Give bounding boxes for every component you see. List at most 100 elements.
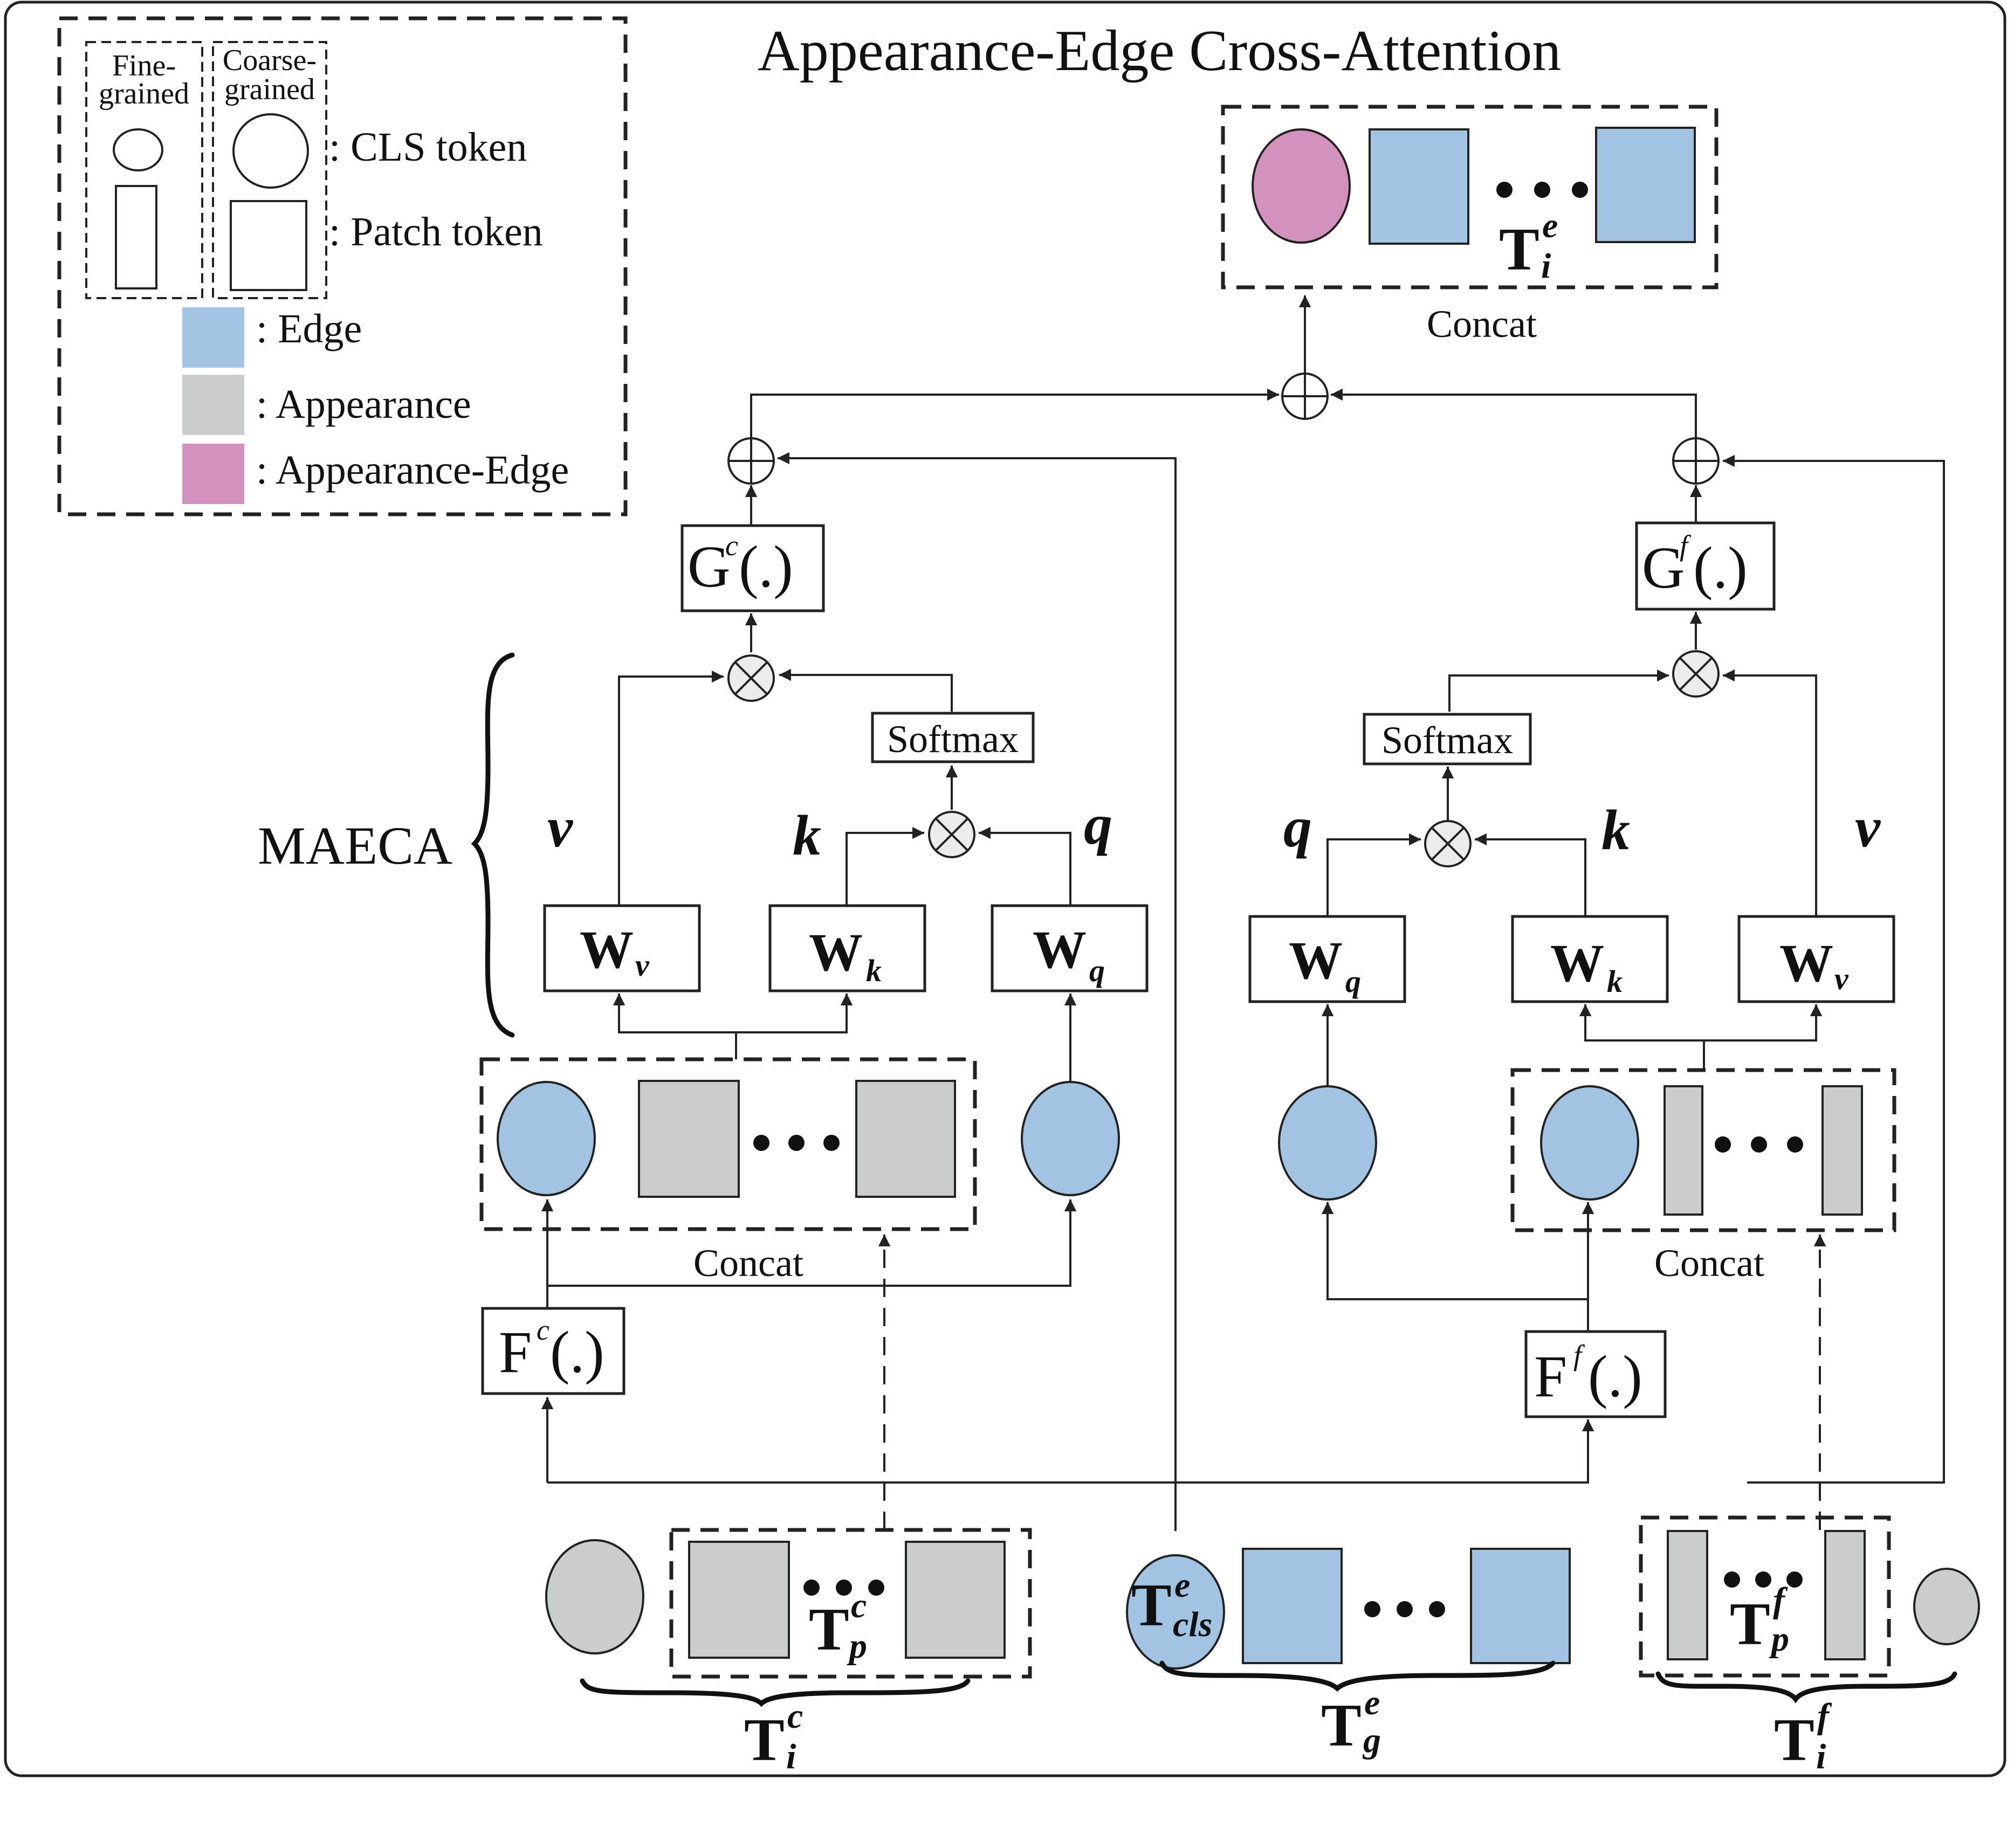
- svg-text:T: T: [1774, 1707, 1814, 1774]
- curly-brace-icon: [1159, 1660, 1556, 1692]
- legend-edge-swatch: [182, 307, 244, 368]
- patch-token-icon: [855, 1080, 956, 1198]
- svg-text:W: W: [580, 920, 634, 980]
- svg-text:q: q: [1089, 953, 1105, 988]
- patch-token-icon: [1369, 128, 1469, 245]
- svg-text:i: i: [786, 1737, 796, 1776]
- svg-text:e: e: [1542, 206, 1558, 245]
- cls-token-icon: [1913, 1568, 1980, 1645]
- svg-text:W: W: [1289, 930, 1343, 990]
- arrow-softmax-to-mul-right: [1448, 669, 1669, 712]
- arrow-concat-to-Wv-right: [1704, 1004, 1823, 1042]
- arrow-v-to-mul-left: [618, 670, 724, 906]
- ellipsis-icon: [753, 1135, 840, 1151]
- arrow-k-to-mul-right: [1474, 833, 1586, 916]
- output-token-group: T e i: [1221, 105, 1719, 289]
- legend-appearance: : Appearance: [256, 382, 471, 427]
- legend-edge: : Edge: [256, 306, 362, 351]
- cls-token-icon: [1021, 1081, 1120, 1196]
- Wk-label-right: W k: [1550, 933, 1623, 999]
- cls-token-icon: [1252, 128, 1351, 244]
- arrow-concat-to-Wk-left: [736, 993, 853, 1033]
- patch-token-icon: [1470, 1548, 1571, 1664]
- concat-label-top: Concat: [1427, 302, 1537, 346]
- svg-text:F: F: [1534, 1343, 1567, 1409]
- token-T-p-f: T f p: [1730, 1581, 1789, 1659]
- patch-token-icon: [1595, 127, 1696, 243]
- patch-token-icon: [1242, 1548, 1343, 1664]
- Wq-box-left: [991, 904, 1149, 992]
- patch-group-fine: [1639, 1515, 1891, 1678]
- Wv-label-right: W v: [1779, 933, 1849, 996]
- v-label-right: v: [1855, 796, 1881, 859]
- arrow-cls-to-Ff-and-Fc: [547, 1419, 1594, 1484]
- diagram-title: Appearance-Edge Cross-Attention: [758, 19, 1561, 83]
- multiply-op-icon: [928, 811, 975, 858]
- multiply-op-icon: [1672, 650, 1720, 698]
- svg-text:k: k: [1607, 964, 1623, 999]
- svg-text:T: T: [744, 1707, 785, 1774]
- Gf-box: [1635, 521, 1776, 611]
- svg-text:c: c: [851, 1586, 867, 1625]
- Wv-label-left: W v: [580, 920, 650, 983]
- svg-text:e: e: [1174, 1566, 1190, 1605]
- svg-text:F: F: [499, 1319, 532, 1385]
- patch-group-coarse: [669, 1528, 1032, 1679]
- token-T-g-e: T e g: [1321, 1683, 1381, 1760]
- cls-token-icon: [1540, 1085, 1639, 1201]
- curly-brace-icon: [1655, 1671, 1957, 1704]
- patch-token-icon: [638, 1080, 740, 1198]
- add-op-icon: [1281, 373, 1329, 420]
- arrow-concat-to-Wk-right: [1579, 1004, 1705, 1070]
- Gc-label: G c (.): [688, 529, 793, 599]
- maeca-label: MAECA: [258, 816, 452, 875]
- svg-text:i: i: [1541, 246, 1551, 286]
- patch-token-icon: [1664, 1085, 1703, 1216]
- concat-label-right: Concat: [1654, 1242, 1764, 1285]
- svg-text:W: W: [809, 922, 863, 982]
- svg-text:e: e: [1364, 1683, 1380, 1722]
- cls-token-icon: [113, 128, 163, 171]
- Fc-box: [481, 1307, 625, 1395]
- Wk-box-left: [768, 904, 926, 992]
- svg-text:(.): (.): [739, 534, 793, 599]
- curly-brace-icon: [580, 1678, 971, 1707]
- legend-fine-line1: Fine-: [112, 49, 176, 82]
- ellipsis-icon: [1724, 1571, 1803, 1588]
- softmax-box-left: [871, 712, 1035, 763]
- Wq-label-left: W q: [1033, 920, 1105, 988]
- legend-appearance-swatch: [182, 375, 244, 435]
- arrow-v-to-mul-right: [1722, 669, 1817, 916]
- q-label-right: q: [1283, 796, 1312, 859]
- Wk-box-right: [1511, 915, 1669, 1003]
- q-label-left: q: [1084, 793, 1112, 856]
- svg-text:W: W: [1550, 933, 1604, 993]
- svg-text:g: g: [1362, 1721, 1381, 1760]
- svg-text:T: T: [1321, 1692, 1362, 1759]
- Wq-box-right: [1248, 915, 1406, 1003]
- Wv-box-right: [1737, 915, 1895, 1003]
- patch-token-icon: [1821, 1085, 1863, 1216]
- k-label-right: k: [1601, 798, 1630, 861]
- softmax-box-right: [1363, 713, 1532, 766]
- add-op-icon: [727, 437, 775, 485]
- svg-text:W: W: [1779, 933, 1833, 993]
- cls-token-icon: [1126, 1554, 1225, 1670]
- Ff-label: F f (.): [1534, 1339, 1642, 1409]
- svg-text:c: c: [787, 1697, 803, 1736]
- svg-text:c: c: [725, 529, 738, 562]
- legend-coarse-line2: grained: [224, 73, 315, 106]
- svg-text:q: q: [1345, 964, 1361, 999]
- legend-appearance-edge: : Appearance-Edge: [256, 447, 569, 493]
- Wk-label-left: W k: [809, 922, 882, 988]
- k-label-left: k: [793, 804, 821, 867]
- patch-token-icon: [1824, 1530, 1866, 1660]
- arrow-concat-to-Wv-left: [613, 993, 737, 1059]
- patch-token-icon: [688, 1541, 790, 1659]
- arrow-left-branch-to-add: [750, 388, 1280, 441]
- arrow-softmax-to-mul-left: [779, 668, 953, 712]
- ellipsis-icon: [1364, 1601, 1445, 1617]
- svg-text:T: T: [1730, 1591, 1770, 1658]
- token-T-i-f: T f i: [1774, 1697, 1832, 1776]
- svg-text:T: T: [1131, 1572, 1172, 1639]
